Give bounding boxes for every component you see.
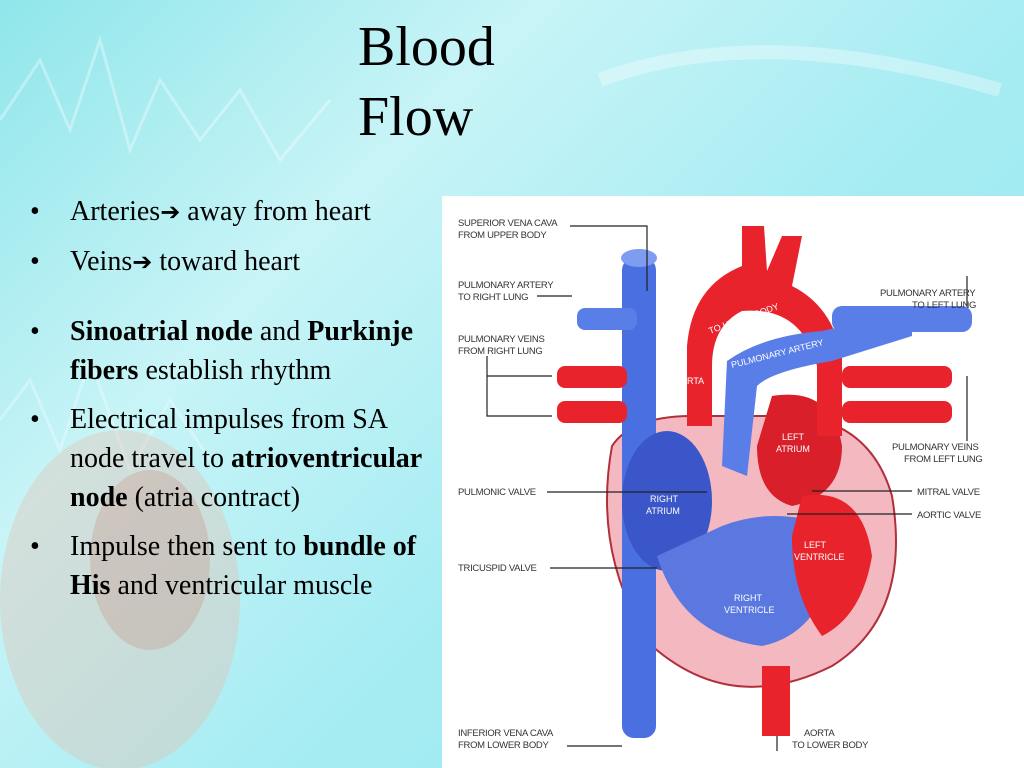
label-pa-left: PULMONARY ARTERY: [880, 288, 976, 299]
bullet-bold-text: Purkinje fibers: [70, 316, 414, 386]
label-pa-right: PULMONARY ARTERY: [458, 280, 554, 291]
label-right-ventricle: VENTRICLE: [724, 605, 775, 615]
bullet-text: Arteries: [70, 196, 161, 227]
label-aorta: AORTA: [674, 376, 704, 386]
label-pa-right: TO RIGHT LUNG: [458, 292, 528, 303]
bullet-text: toward heart: [152, 246, 301, 277]
bullet-electrical-impulses: Electrical impulses from SA node travel …: [30, 400, 430, 517]
bullet-bundle-of-his: Impulse then sent to bundle of His and v…: [30, 527, 430, 605]
label-left-ventricle: LEFT: [804, 540, 827, 550]
label-pv-right: FROM RIGHT LUNG: [458, 346, 543, 357]
bullet-text: Impulse then sent to: [70, 531, 304, 562]
label-aorta-lower: TO LOWER BODY: [792, 740, 869, 751]
bullet-text: and ventricular muscle: [110, 570, 373, 601]
right-atrium: [622, 431, 712, 571]
label-pv-left: FROM LEFT LUNG: [904, 454, 983, 465]
label-aortic-valve: AORTIC VALVE: [917, 510, 981, 521]
label-left-atrium: ATRIUM: [776, 444, 810, 454]
bullet-arteries: Arteries➔ away from heart: [30, 192, 430, 232]
pulmonary-vein-left-lower: [842, 401, 952, 423]
left-ventricle: [792, 494, 872, 636]
bullet-text: Veins: [70, 246, 133, 277]
heart-diagram-svg: AORTA PULMONARY ARTERY TO UPPER BODY LEF…: [458, 218, 983, 751]
slide-title: Blood Flow: [358, 12, 495, 152]
pulmonary-artery-left-branch: [832, 306, 972, 332]
label-pv-left: PULMONARY VEINS: [892, 442, 978, 453]
label-left-ventricle: VENTRICLE: [794, 552, 845, 562]
bullet-text: and: [252, 316, 308, 347]
bullet-text: establish rhythm: [138, 355, 332, 386]
heart-diagram: AORTA PULMONARY ARTERY TO UPPER BODY LEF…: [442, 196, 1024, 768]
label-mitral-valve: MITRAL VALVE: [917, 487, 980, 498]
pulmonary-artery-right-branch: [577, 308, 637, 330]
pulmonary-vein-right-upper: [557, 366, 627, 388]
title-line-1: Blood: [358, 16, 495, 78]
label-tricuspid-valve: TRICUSPID VALVE: [458, 563, 537, 574]
label-svc: FROM UPPER BODY: [458, 230, 547, 241]
bullet-sa-node: Sinoatrial node and Purkinje fibers esta…: [30, 312, 430, 390]
bullet-text: Electrical impulses from SA node travel …: [70, 404, 387, 474]
bullet-bold-text: bundle of His: [70, 531, 417, 601]
bullet-bold-text: Sinoatrial node: [70, 316, 253, 347]
label-ivc: INFERIOR VENA CAVA: [458, 728, 554, 739]
bullet-list: Arteries➔ away from heart Veins➔ toward …: [30, 192, 430, 615]
pulmonary-artery: [722, 311, 912, 476]
aorta-arch: [687, 226, 842, 436]
label-aorta-lower: AORTA: [804, 728, 835, 739]
label-right-atrium: ATRIUM: [646, 506, 680, 516]
vena-cava-top: [621, 249, 657, 267]
bullet-bold-text: atrioventricular node: [70, 443, 422, 513]
label-pa-left: TO LEFT LUNG: [912, 300, 976, 311]
bullet-veins: Veins➔ toward heart: [30, 242, 430, 282]
arrow-icon: ➔: [160, 198, 181, 226]
label-left-atrium: LEFT: [782, 432, 805, 442]
pulmonary-vein-right-lower: [557, 401, 627, 423]
label-right-atrium: RIGHT: [650, 494, 679, 504]
pulmonary-vein-left-upper: [842, 366, 952, 388]
right-ventricle: [657, 516, 832, 646]
label-pv-right: PULMONARY VEINS: [458, 334, 544, 345]
label-right-ventricle: RIGHT: [734, 593, 763, 603]
label-svc: SUPERIOR VENA CAVA: [458, 218, 558, 229]
bullet-text: (atria contract): [127, 482, 301, 513]
label-ivc: FROM LOWER BODY: [458, 740, 549, 751]
title-line-2: Flow: [358, 86, 474, 148]
bullet-text: away from heart: [180, 196, 371, 227]
label-pulmonic-valve: PULMONIC VALVE: [458, 487, 536, 498]
arrow-icon: ➔: [132, 248, 153, 276]
descending-aorta: [762, 666, 790, 736]
